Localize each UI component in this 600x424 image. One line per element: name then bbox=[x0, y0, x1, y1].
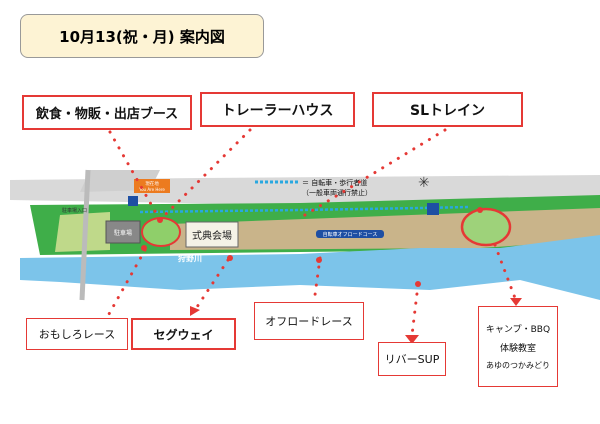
callout-river-sup: リバーSUP bbox=[378, 342, 446, 376]
svg-text:現在地: 現在地 bbox=[145, 180, 159, 187]
offroad-course-label: 自転車オフロードコース bbox=[323, 231, 378, 238]
parking-label: 駐車場 bbox=[114, 229, 132, 237]
parking-entrance-label: 駐車場入口 bbox=[62, 207, 87, 214]
toilet-icon bbox=[128, 196, 138, 206]
svg-text:（一般車両通行禁止）: （一般車両通行禁止） bbox=[302, 188, 372, 197]
callout-trailer-house: トレーラーハウス bbox=[200, 92, 355, 127]
svg-text:You Are Here: You Are Here bbox=[138, 187, 165, 192]
camp-area-highlight bbox=[460, 207, 512, 247]
callout-sl-train: SLトレイン bbox=[372, 92, 523, 127]
bike-path-legend: ＝ 自転車・歩行者道 bbox=[302, 178, 367, 187]
svg-text:式典会場: 式典会場 bbox=[192, 229, 232, 242]
camp-line: あゆのつかみどり bbox=[486, 361, 550, 370]
river bbox=[20, 235, 600, 300]
river-label: 狩野川 bbox=[177, 253, 202, 263]
toilet-icon bbox=[427, 203, 439, 215]
camp-line: キャンプ・BBQ bbox=[485, 325, 551, 335]
page-title: 10月13(祝・月) 案内図 bbox=[20, 14, 264, 58]
callout-food-booths: 飲食・物販・出店ブース bbox=[22, 95, 192, 130]
callout-segway: セグウェイ bbox=[131, 318, 236, 350]
you-are-here-marker bbox=[134, 179, 170, 193]
bike-path bbox=[139, 205, 471, 214]
parking-lot bbox=[105, 220, 141, 244]
callout-leaders bbox=[98, 128, 517, 337]
ceremony-venue bbox=[185, 221, 239, 248]
callout-offroad-race: オフロードレース bbox=[254, 302, 364, 340]
camp-line: 体験教室 bbox=[499, 344, 536, 354]
callout-camp-bbq: キャンプ・BBQ 体験教室 あゆのつかみどり bbox=[478, 306, 558, 387]
callout-omoshiro-race: おもしろレース bbox=[26, 318, 128, 350]
compass-icon: ✳ bbox=[418, 175, 430, 191]
